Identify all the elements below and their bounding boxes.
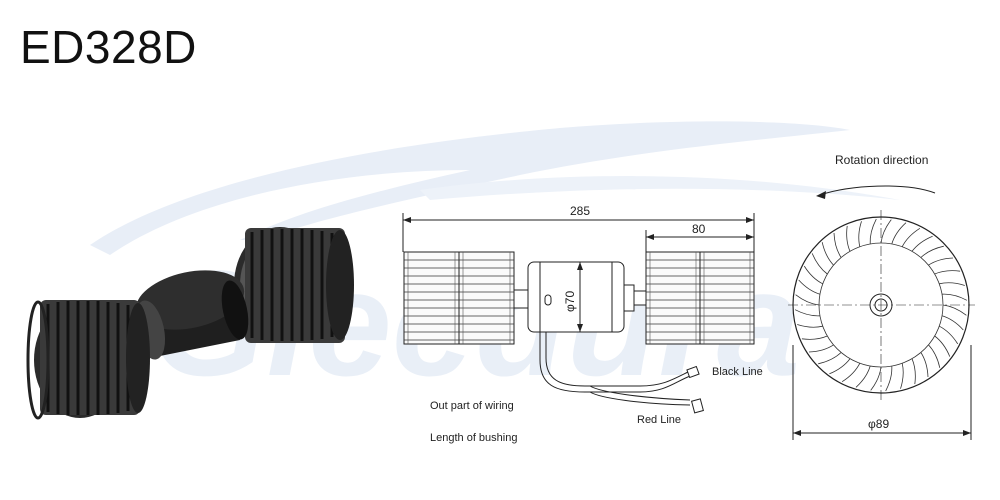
fan-blade	[811, 253, 828, 275]
fan-blade	[880, 219, 892, 244]
fan-blade	[942, 293, 968, 301]
fan-blade	[870, 366, 882, 391]
fan-blade	[911, 235, 933, 252]
motor-diameter-dimension: φ70	[563, 262, 583, 332]
fan-blade	[846, 225, 851, 252]
length-bushing-label: Length of bushing	[430, 432, 517, 444]
product-title: ED328D	[20, 21, 197, 73]
left-fan-wheel-side	[403, 251, 515, 345]
fan-blade	[808, 344, 834, 353]
fan-blade	[885, 366, 893, 392]
out-part-wiring-label: Out part of wiring	[430, 400, 514, 412]
wheel-width-label: 80	[692, 222, 706, 236]
fan-wheel-front	[788, 210, 975, 400]
fan-blade	[794, 309, 820, 317]
fan-blade	[941, 315, 964, 331]
red-line-label: Red Line	[637, 414, 681, 426]
fan-blade	[855, 365, 871, 388]
fan-blade	[797, 324, 823, 328]
fan-blade	[934, 270, 961, 275]
wheel-width-dimension: 80	[645, 222, 754, 252]
overall-length-label: 285	[570, 204, 590, 218]
right-fan-wheel-photo	[234, 227, 354, 343]
fan-blade	[928, 344, 941, 368]
fan-blade	[829, 358, 851, 375]
rotation-direction-label: Rotation direction	[835, 153, 928, 167]
rotation-arrow-icon	[816, 185, 936, 199]
fan-blade	[798, 279, 821, 295]
wiring	[539, 332, 704, 414]
fan-blade	[928, 257, 954, 266]
motor-diameter-label: φ70	[563, 291, 577, 312]
left-fan-wheel-photo	[26, 300, 150, 420]
front-view-drawing: Rotation direction φ89	[788, 153, 975, 440]
wheel-diameter-dimension: φ89	[792, 345, 972, 440]
fan-blade	[911, 358, 916, 385]
fan-blade	[858, 221, 862, 247]
fan-blade	[939, 325, 959, 345]
black-line-connector	[686, 365, 700, 379]
fan-blade	[833, 232, 842, 258]
fan-blade	[934, 335, 951, 357]
wheel-diameter-label: φ89	[868, 417, 889, 431]
side-view-drawing: 285 80	[402, 204, 763, 444]
fan-blade	[920, 245, 944, 258]
fan-blade	[920, 352, 929, 378]
fan-blade	[891, 222, 907, 245]
fan-blade	[869, 218, 877, 244]
fan-blade	[942, 304, 967, 316]
fan-blade	[803, 265, 823, 285]
fan-blade	[818, 352, 842, 365]
overall-length-dimension: 285	[402, 204, 755, 252]
motor-body-photo	[134, 270, 249, 360]
fan-blade	[901, 227, 921, 247]
blower-photo	[26, 227, 354, 420]
black-line-label: Black Line	[712, 366, 763, 378]
right-fan-wheel-side	[645, 251, 755, 345]
fan-blade	[821, 242, 834, 266]
red-line-connector	[690, 398, 704, 414]
fan-blade	[841, 363, 861, 383]
fan-blade	[900, 363, 904, 389]
fan-blade	[801, 335, 828, 340]
fan-blade	[939, 282, 965, 286]
fan-blade	[795, 294, 820, 306]
motor-side: φ70	[513, 261, 647, 333]
